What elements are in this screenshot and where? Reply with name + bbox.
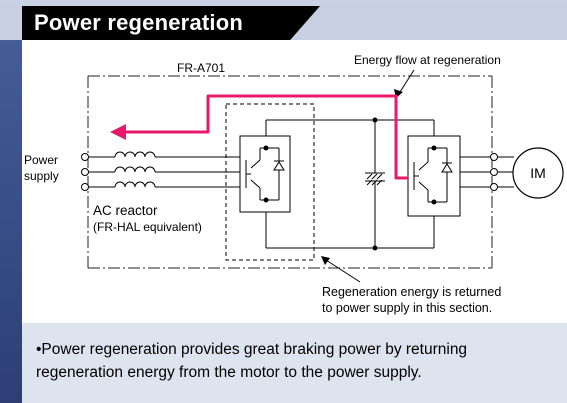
motor-terminals bbox=[490, 153, 498, 191]
converter-module bbox=[239, 120, 291, 248]
motor-circle bbox=[512, 147, 564, 199]
supply-terminals bbox=[81, 153, 89, 191]
ac-reactor-coils bbox=[114, 151, 156, 188]
energy-flow-leader bbox=[399, 69, 415, 93]
left-decor-strip bbox=[0, 0, 22, 403]
section-title: Power regeneration bbox=[34, 10, 243, 35]
dc-bus bbox=[266, 119, 434, 249]
caption-band bbox=[22, 323, 567, 403]
caption-text: •Power regeneration provides great braki… bbox=[36, 341, 468, 381]
inverter-nodes bbox=[431, 145, 437, 205]
energy-flow-label: Energy flow at regeneration bbox=[354, 53, 501, 67]
inverter-module bbox=[407, 120, 514, 248]
supply-lines bbox=[85, 156, 240, 188]
energy-flow-path bbox=[125, 94, 408, 180]
power-supply-label: Power supply bbox=[24, 153, 61, 183]
ac-reactor-label: AC reactor (FR-HAL equivalent) bbox=[93, 202, 202, 234]
capacitor bbox=[365, 172, 385, 186]
circuit-svg: FR-A701 Energy flow at regeneration bbox=[24, 53, 564, 315]
regen-note-arrowhead bbox=[321, 256, 330, 265]
dc-bus-nodes bbox=[372, 117, 378, 251]
energy-flow-arrowhead bbox=[110, 124, 126, 140]
converter-nodes bbox=[263, 145, 269, 203]
top-decor-strip bbox=[0, 0, 567, 6]
regen-note-leader bbox=[325, 259, 361, 283]
circuit-diagram: FR-A701 Energy flow at regeneration bbox=[22, 40, 567, 323]
regen-note: Regeneration energy is returned to power… bbox=[322, 285, 505, 315]
model-label: FR-A701 bbox=[177, 61, 225, 75]
header-tab bbox=[22, 6, 320, 40]
motor-label: IM bbox=[530, 165, 546, 181]
regen-section-box bbox=[225, 103, 315, 261]
